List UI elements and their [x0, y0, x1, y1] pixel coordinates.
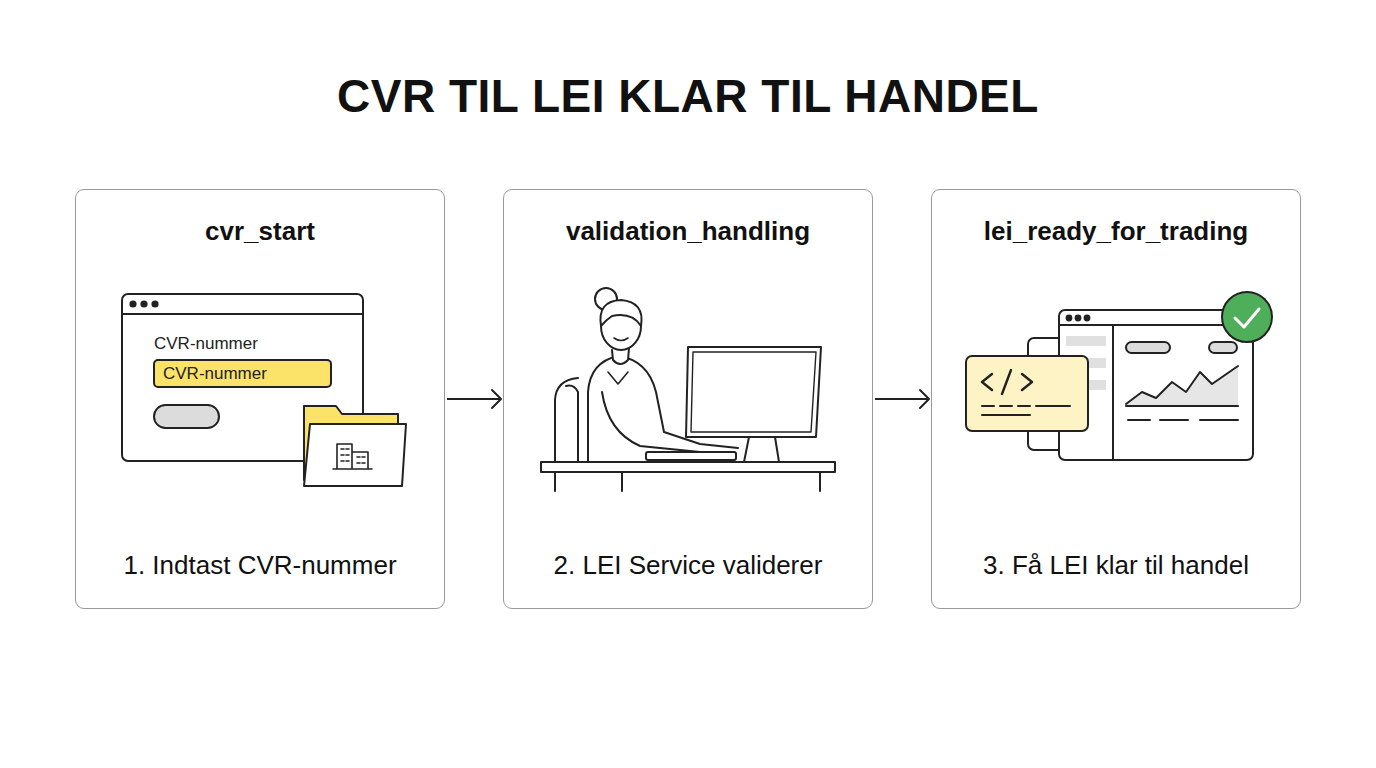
step-box: lei_ready_for_trading 3. Få LEI klar til … — [931, 189, 1301, 609]
flow-arrow — [875, 390, 929, 408]
step-heading: lei_ready_for_trading — [942, 214, 1290, 248]
step-heading: cvr_start — [86, 214, 434, 248]
step-caption: 3. Få LEI klar til handel — [942, 548, 1290, 582]
step-box: validation_handling 2. LEI Service valide… — [503, 189, 873, 609]
step-box: cvr_start 1. Indtast CVR-nummer — [75, 189, 445, 609]
step-heading: validation_handling — [514, 214, 862, 248]
form-field-label: CVR-nummer — [154, 334, 258, 354]
diagram-title: CVR TIL LEI KLAR TIL HANDEL — [0, 66, 1376, 126]
step-caption: 1. Indtast CVR-nummer — [86, 548, 434, 582]
form-field-label: CVR-nummer — [163, 364, 267, 384]
step-caption: 2. LEI Service validerer — [514, 548, 862, 582]
flow-arrow — [447, 390, 501, 408]
